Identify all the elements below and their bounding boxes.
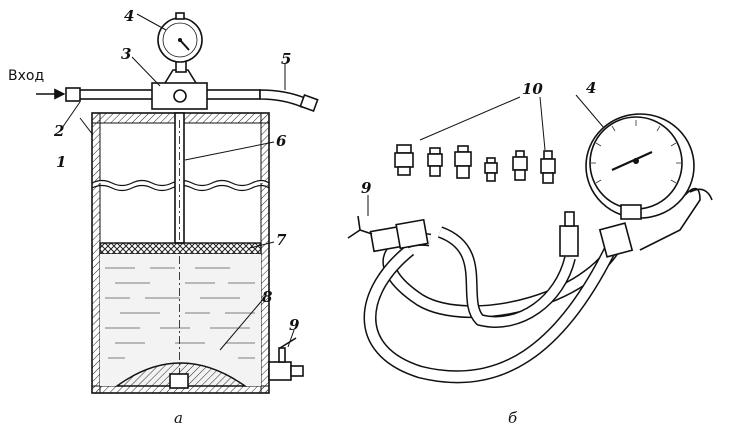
quick-connector (559, 211, 634, 258)
callout-9: 9 (289, 316, 300, 334)
inlet-label: Вход (8, 68, 44, 84)
callout-7: 7 (276, 231, 287, 249)
pressure-gauge-right (585, 113, 713, 251)
tank-wall-right (260, 112, 270, 394)
drain-valve (268, 337, 304, 381)
piston (99, 242, 262, 255)
pressure-gauge-left (157, 12, 203, 73)
callout-10: 10 (522, 80, 543, 98)
callout-9-right: 9 (361, 179, 372, 197)
callout-4-right: 4 (586, 79, 596, 97)
gauge-kit: 10 4 9 (347, 79, 713, 427)
callout-8: 8 (262, 288, 273, 306)
callout-1: 1 (56, 153, 66, 171)
drain-plug (169, 373, 189, 389)
tank-assembly: Вход 1 2 3 4 5 6 7 8 9 а (8, 7, 319, 427)
callout-4: 4 (124, 7, 134, 25)
tee-fitting (347, 215, 429, 253)
caption-a: а (174, 409, 183, 427)
callout-6: 6 (276, 132, 287, 150)
callout-2: 2 (53, 122, 64, 140)
adapter-set (394, 144, 556, 184)
callout-5: 5 (281, 50, 291, 68)
manifold (65, 69, 319, 113)
callout-3: 3 (121, 45, 131, 63)
tank-wall-left (91, 112, 101, 394)
caption-b: б (508, 409, 518, 427)
hose (363, 226, 629, 384)
